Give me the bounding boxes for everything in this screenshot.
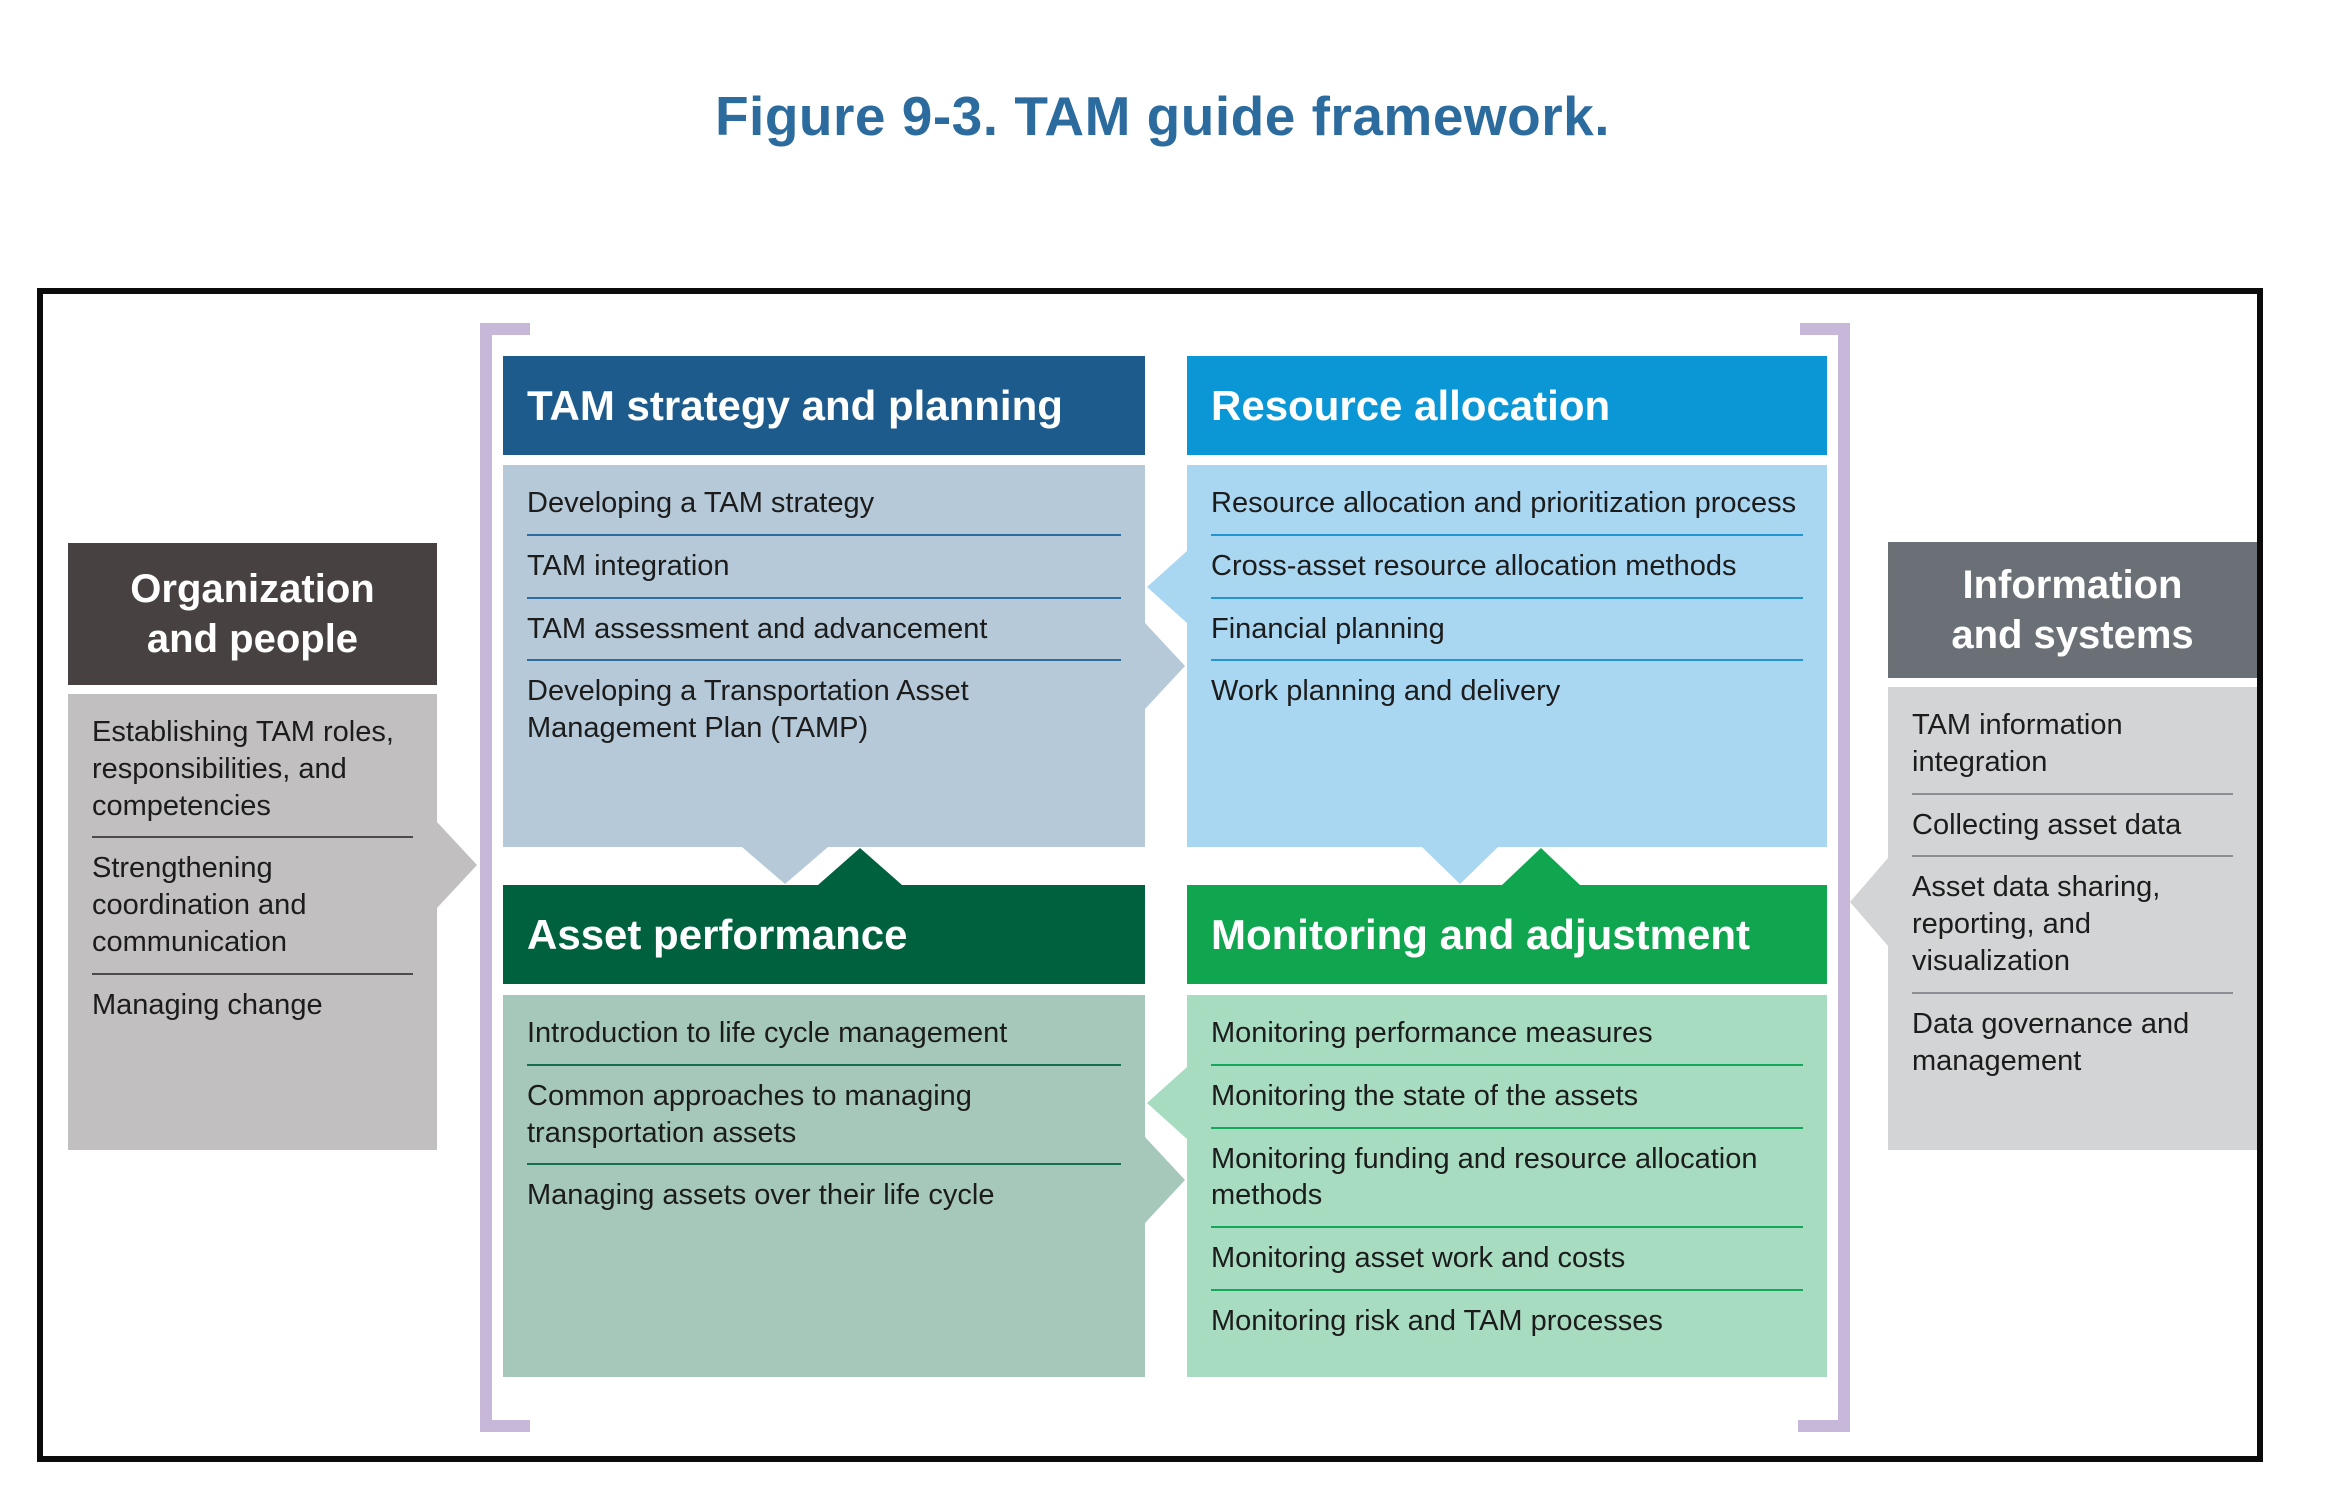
list-item: TAM integration	[527, 536, 1121, 599]
panel-tam-strategy: TAM strategy and planning Developing a T…	[503, 356, 1145, 847]
monitoring-header-label: Monitoring and adjustment	[1211, 910, 1750, 958]
resource-to-tam-chevron-icon	[1147, 551, 1187, 623]
asset-to-tam-chevron-icon	[818, 848, 902, 885]
monitoring-body: Monitoring performance measures Monitori…	[1187, 995, 1827, 1377]
list-item: Monitoring risk and TAM processes	[1211, 1305, 1663, 1338]
panel-asset-performance: Asset performance Introduction to life c…	[503, 885, 1145, 1377]
tam-strategy-header-label: TAM strategy and planning	[527, 381, 1063, 429]
list-item: Managing assets over their life cycle	[527, 1179, 995, 1212]
panel-monitoring: Monitoring and adjustment Monitoring per…	[1187, 885, 1827, 1377]
list-item: Asset data sharing, reporting, and visua…	[1912, 857, 2233, 994]
asset-performance-header: Asset performance	[503, 885, 1145, 984]
organization-to-center-arrow-icon	[437, 822, 477, 908]
list-item: Developing a TAM strategy	[527, 473, 1121, 536]
monitoring-to-resource-chevron-icon	[1502, 848, 1580, 885]
list-item: Introduction to life cycle management	[527, 1003, 1121, 1066]
list-item: TAM assessment and advancement	[527, 599, 1121, 662]
organization-header: Organization and people	[68, 543, 437, 685]
left-bracket-top-arm	[480, 323, 530, 335]
list-item: Common approaches to managing transporta…	[527, 1066, 1121, 1166]
list-item: Work planning and delivery	[1211, 675, 1561, 708]
tam-strategy-header: TAM strategy and planning	[503, 356, 1145, 455]
list-item: Monitoring asset work and costs	[1211, 1228, 1803, 1292]
asset-to-monitoring-chevron-icon	[1145, 1137, 1185, 1223]
tam-to-resource-chevron-icon	[1145, 623, 1185, 709]
tam-strategy-body: Developing a TAM strategy TAM integratio…	[503, 465, 1145, 847]
panel-resource-allocation: Resource allocation Resource allocation …	[1187, 356, 1827, 847]
organization-body: Establishing TAM roles, responsibilities…	[68, 694, 437, 1150]
asset-performance-body: Introduction to life cycle management Co…	[503, 995, 1145, 1377]
resource-allocation-header: Resource allocation	[1187, 356, 1827, 455]
list-item: Monitoring the state of the assets	[1211, 1066, 1803, 1129]
monitoring-header: Monitoring and adjustment	[1187, 885, 1827, 984]
panel-information: Information and systems TAM information …	[1888, 542, 2257, 1150]
list-item: Establishing TAM roles, responsibilities…	[92, 702, 413, 839]
right-bracket-bottom-arm	[1798, 1420, 1850, 1432]
resource-to-monitoring-chevron-icon	[1422, 847, 1498, 884]
tam-to-asset-chevron-icon	[742, 847, 828, 884]
right-bracket-top-arm	[1800, 323, 1850, 335]
organization-header-label: Organization and people	[130, 567, 375, 661]
list-item: Monitoring funding and resource allocati…	[1211, 1129, 1803, 1229]
information-to-center-arrow-icon	[1850, 858, 1888, 946]
list-item: Monitoring performance measures	[1211, 1003, 1803, 1066]
asset-performance-header-label: Asset performance	[527, 910, 908, 958]
list-item: Developing a Transportation Asset Manage…	[527, 675, 969, 745]
monitoring-to-asset-chevron-icon	[1147, 1067, 1187, 1139]
information-header-label: Information and systems	[1951, 563, 2194, 657]
left-bracket	[480, 323, 492, 1432]
figure-title: Figure 9-3. TAM guide framework.	[714, 85, 1611, 147]
list-item: Managing change	[92, 988, 323, 1021]
information-header: Information and systems	[1888, 542, 2257, 678]
right-bracket	[1838, 323, 1850, 1432]
list-item: Collecting asset data	[1912, 795, 2233, 858]
resource-allocation-body: Resource allocation and prioritization p…	[1187, 465, 1827, 847]
panel-organization: Organization and people Establishing TAM…	[68, 543, 437, 1150]
resource-allocation-header-label: Resource allocation	[1211, 381, 1611, 429]
list-item: Resource allocation and prioritization p…	[1211, 473, 1803, 536]
left-bracket-bottom-arm	[480, 1420, 530, 1432]
information-body: TAM information integration Collecting a…	[1888, 687, 2257, 1150]
list-item: Cross-asset resource allocation methods	[1211, 536, 1803, 599]
list-item: Data governance and management	[1912, 1007, 2190, 1077]
list-item: TAM information integration	[1912, 695, 2233, 795]
list-item: Financial planning	[1211, 599, 1803, 662]
list-item: Strengthening coordination and communica…	[92, 838, 413, 975]
